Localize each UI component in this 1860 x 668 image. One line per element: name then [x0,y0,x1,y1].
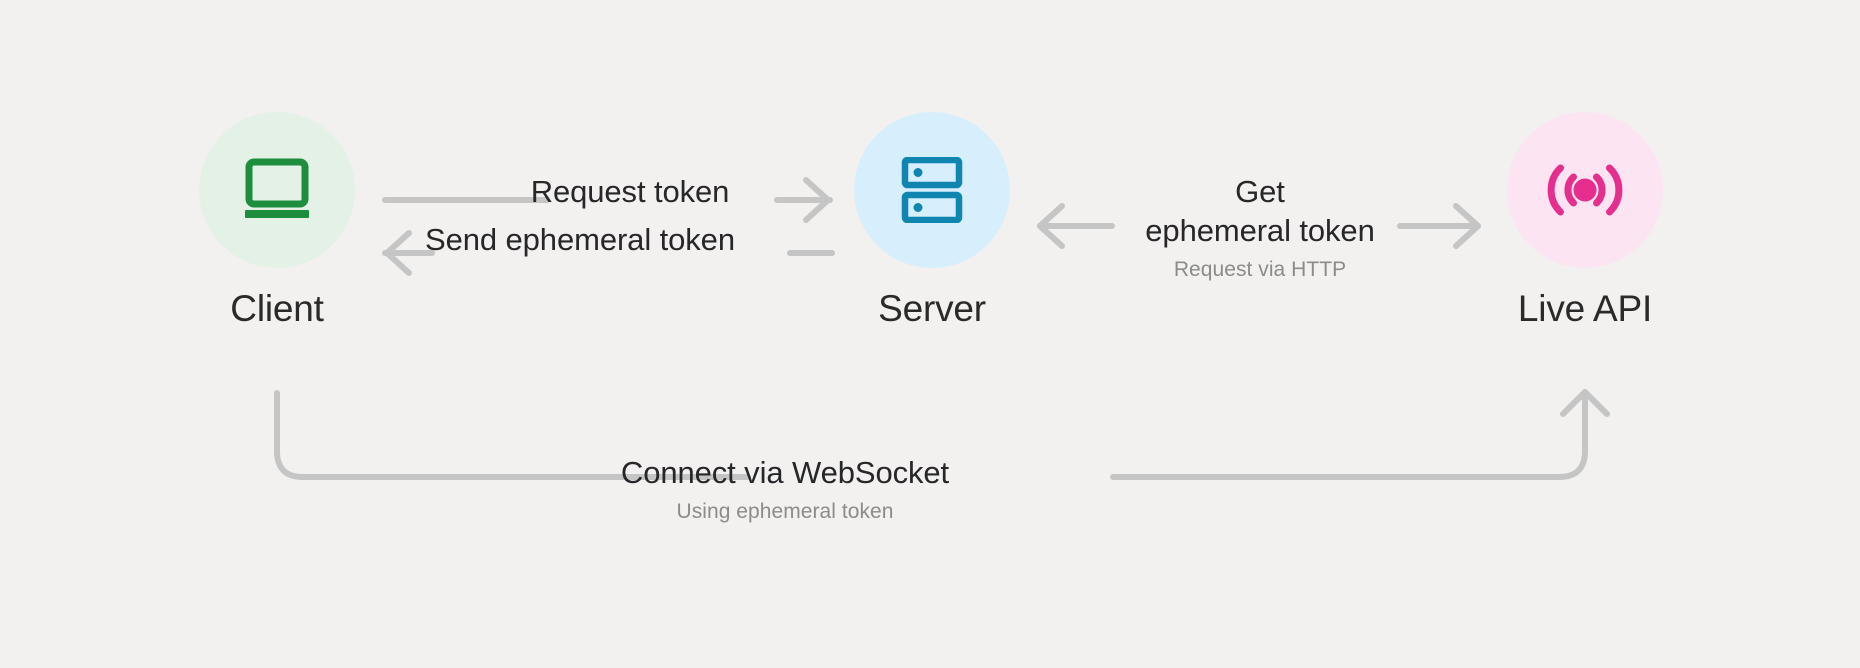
node-server[interactable]: Server [832,112,1032,327]
request-token-text: Request token [530,174,730,209]
client-disc [199,112,355,268]
node-liveapi[interactable]: Live API [1485,112,1685,327]
get-ephemeral-token-subtext: Request via HTTP [1173,258,1347,281]
edge-label-get-ephemeral-token: Get ephemeral token Request via HTTP [1100,172,1420,285]
connect-websocket-subtext: Using ephemeral token [676,500,894,523]
node-client[interactable]: Client [177,112,377,327]
get-ephemeral-token-text-line1: Get [1235,174,1285,209]
client-label: Client [230,288,324,329]
broadcast-icon [1547,164,1623,216]
request-token-arrowhead [803,177,831,223]
edge-label-request-token: Request token [470,172,790,211]
laptop-icon [245,158,309,218]
edge-label-connect-websocket: Connect via WebSocket Using ephemeral to… [585,453,985,527]
get-token-arrowhead-left [1037,203,1065,249]
websocket-path-right [1110,389,1588,480]
websocket-arrowhead [1560,389,1610,417]
server-disc [854,112,1010,268]
liveapi-disc [1507,112,1663,268]
liveapi-label: Live API [1517,288,1653,329]
server-rack-icon [901,157,963,223]
server-label: Server [878,288,986,329]
get-ephemeral-token-text-line2: ephemeral token [1145,213,1375,248]
get-token-arrowhead-right [1453,203,1481,249]
send-ephemeral-token-text: Send ephemeral token [425,222,735,257]
connect-websocket-text: Connect via WebSocket [620,455,950,490]
edge-label-send-ephemeral-token: Send ephemeral token [370,220,790,259]
